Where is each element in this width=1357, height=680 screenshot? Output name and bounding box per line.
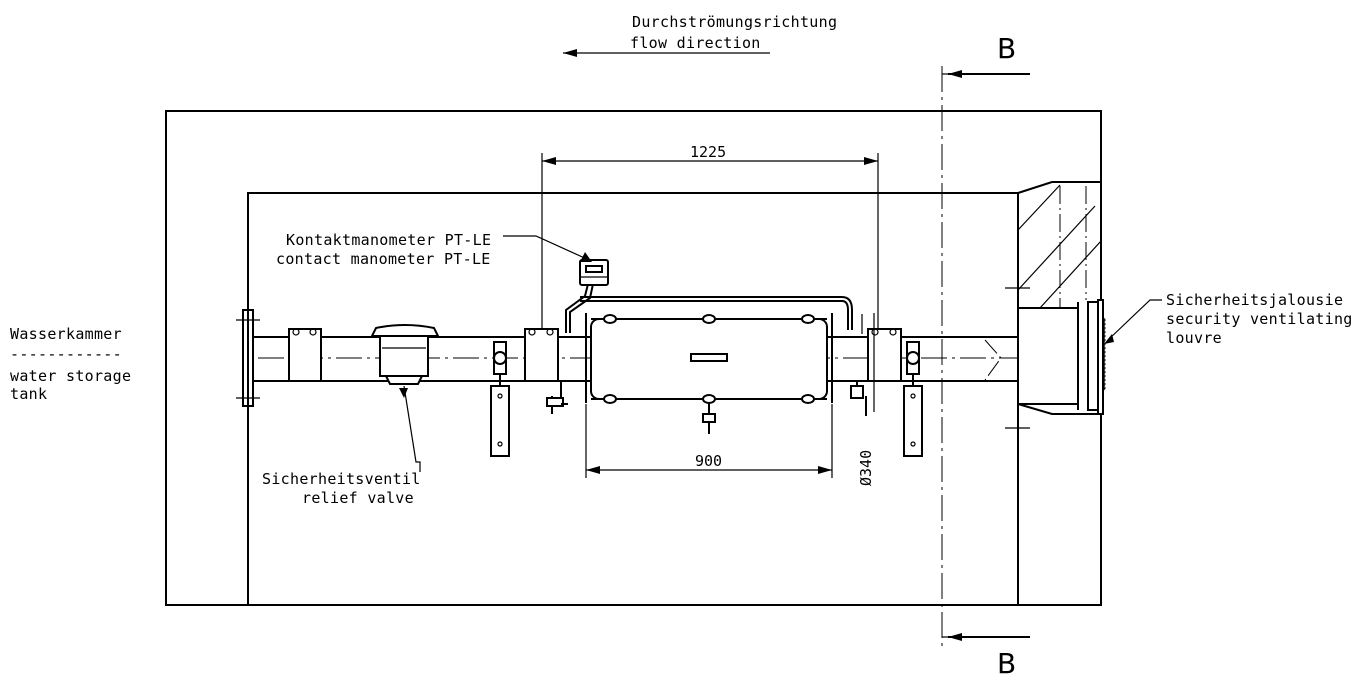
dimension-340-label: Ø340: [857, 450, 875, 486]
flange-clamp-3: [861, 314, 902, 382]
valve-hanger-2: [903, 341, 923, 457]
relief-label-de: Sicherheitsventil: [262, 470, 421, 488]
manometer-tubing: [565, 283, 853, 333]
contact-manometer: [503, 235, 609, 286]
dimension-1225-label: 1225: [690, 143, 726, 161]
louvre-label-en-1: security ventilating: [1166, 310, 1353, 328]
dimension-900-label: 900: [695, 452, 722, 470]
chamber-label-en-1: water storage: [10, 367, 131, 385]
pipe-clamp-1: [288, 328, 322, 382]
flow-label-en: flow direction: [630, 34, 761, 52]
drain-valve-left: [546, 381, 568, 414]
chamber-label-de: Wasserkammer: [10, 325, 122, 343]
flange-clamp-2: [524, 328, 559, 382]
section-b-bottom: B: [948, 633, 1030, 680]
louvre-label-de: Sicherheitsjalousie: [1166, 291, 1343, 309]
wall-duct: [1005, 181, 1102, 436]
chamber-label-en-2: tank: [10, 385, 47, 403]
valve-hanger-1: [490, 341, 510, 457]
section-label-bottom: B: [997, 647, 1016, 680]
security-louvre: [1097, 299, 1162, 415]
drain-valve-right: [850, 381, 867, 416]
section-b-top: B: [948, 32, 1030, 78]
manometer-label-de: Kontaktmanometer PT-LE: [286, 231, 491, 249]
relief-label-en: relief valve: [302, 489, 414, 507]
filter-vessel: [585, 313, 833, 434]
dimension-340: Ø340: [857, 313, 875, 486]
water-chamber-label: Wasserkammer ------------ water storage …: [10, 325, 131, 403]
dimension-900: 900: [585, 404, 833, 478]
flow-direction: Durchströmungsrichtung flow direction: [563, 13, 837, 57]
wall-flange-left: [236, 309, 260, 407]
flow-label-de: Durchströmungsrichtung: [632, 13, 837, 31]
manometer-label-en: contact manometer PT-LE: [276, 250, 491, 268]
chamber-label-sep: ------------: [10, 345, 122, 363]
relief-valve: [370, 324, 440, 472]
section-label-top: B: [997, 32, 1016, 65]
pipe-end-cone: [984, 339, 1002, 381]
louvre-label-en-2: louvre: [1166, 329, 1222, 347]
dimension-1225: 1225: [541, 143, 879, 329]
